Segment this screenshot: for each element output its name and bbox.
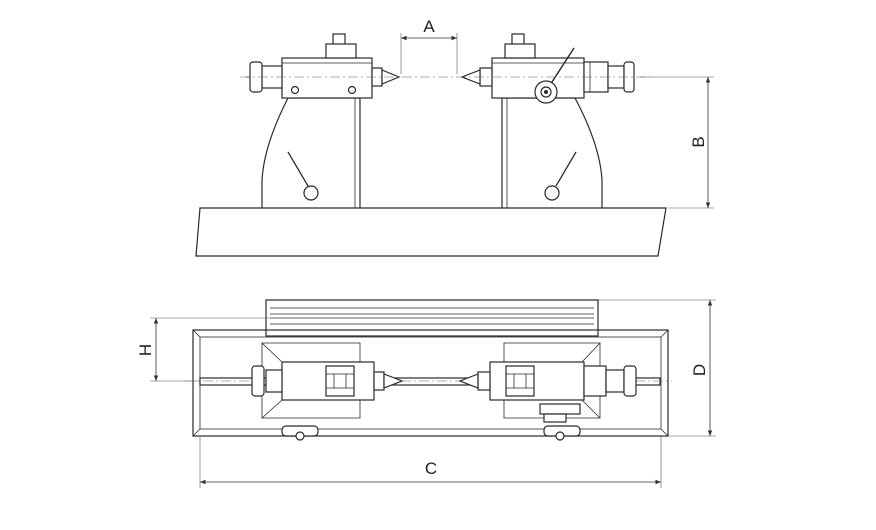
dimension-a-label: A [423,17,435,36]
dimension-h-label: H [136,344,155,356]
dimension-d-label: D [690,364,709,376]
front-base [195,207,667,257]
left-tailstock-top [251,342,404,441]
dimension-b: B [640,76,714,209]
dimension-b-label: B [689,136,708,147]
front-view [195,33,667,257]
dimension-d: D [598,299,716,437]
dimension-h: H [136,317,270,382]
dimension-a: A [400,17,458,74]
dimension-c-label: C [425,459,437,478]
left-tailstock-front [246,33,401,208]
right-tailstock-front [460,33,635,208]
dimension-c: C [199,436,662,488]
top-view [185,299,672,441]
right-tailstock-top [458,342,637,441]
